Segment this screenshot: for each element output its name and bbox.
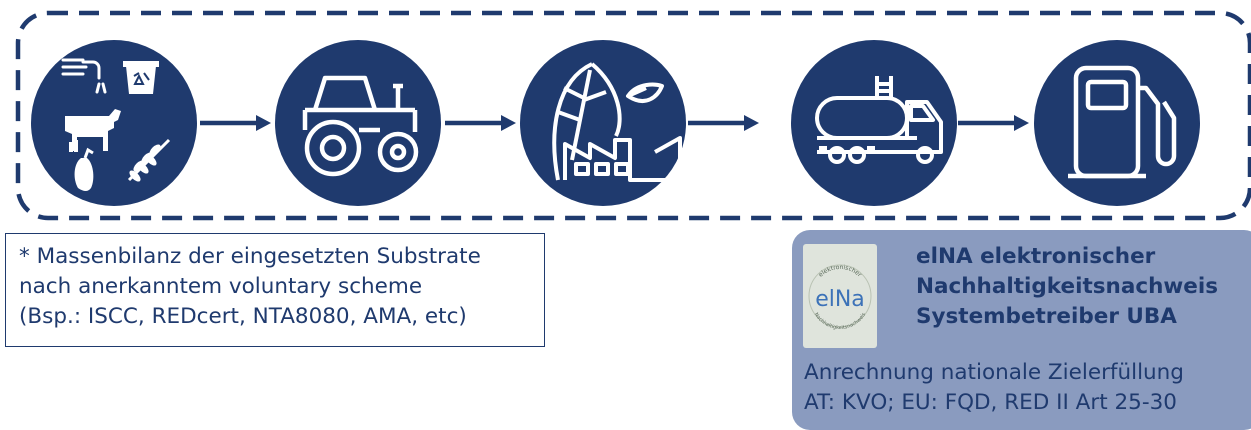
- note-line: * Massenbilanz der eingesetzten Substrat…: [19, 244, 481, 269]
- step-fuel-station: [1034, 40, 1200, 206]
- flow-arrow-2: [445, 115, 516, 131]
- elna-title: elNA elektronischer Nachhaltigkeitsnachw…: [916, 242, 1218, 332]
- svg-text:elektronischer: elektronischer: [817, 264, 863, 279]
- biorefinery-icon: [552, 62, 682, 182]
- flow-arrow-1: [200, 115, 271, 131]
- step-cultivation: [275, 40, 441, 206]
- tanker-truck-icon: [815, 76, 943, 164]
- step-transport: [791, 40, 957, 206]
- elna-title-line: elNA elektronischer: [916, 244, 1156, 269]
- step-processing: [520, 40, 686, 206]
- elna-logo: elektronischer Nachhaltigkeitsnachweis e…: [803, 244, 877, 348]
- substrates-icon: [61, 58, 171, 191]
- elna-title-line: Nachhaltigkeitsnachweis: [916, 274, 1218, 299]
- step-substrates: [31, 40, 197, 206]
- elna-target-info: Anrechnung nationale Zielerfüllung AT: K…: [804, 358, 1184, 418]
- elna-target-line: Anrechnung nationale Zielerfüllung: [804, 360, 1184, 385]
- flow-arrow-3: [688, 115, 759, 131]
- elna-target-line: AT: KVO; EU: FQD, RED II Art 25-30: [804, 390, 1177, 415]
- mass-balance-note: * Massenbilanz der eingesetzten Substrat…: [5, 233, 545, 347]
- supply-chain-frame: [15, 10, 1251, 221]
- note-line: nach anerkanntem voluntary scheme: [19, 274, 423, 299]
- tractor-icon: [302, 75, 419, 177]
- svg-text:Nachhaltigkeitsnachweis: Nachhaltigkeitsnachweis: [813, 311, 868, 331]
- flow-arrow-4: [958, 115, 1029, 131]
- elna-title-line: Systembetreiber UBA: [916, 304, 1177, 329]
- fuel-pump-icon: [1068, 65, 1177, 179]
- note-line: (Bsp.: ISCC, REDcert, NTA8080, AMA, etc): [19, 304, 467, 329]
- elna-panel: elektronischer Nachhaltigkeitsnachweis e…: [792, 230, 1251, 430]
- svg-text:elNa: elNa: [815, 287, 865, 312]
